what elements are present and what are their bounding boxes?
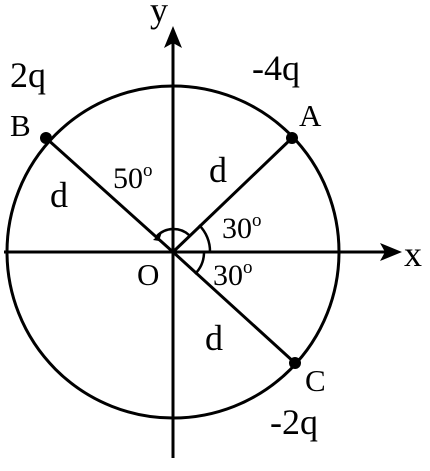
radius-oa (171, 136, 294, 254)
y-axis-label: y (150, 0, 168, 30)
charge-b-label: 2q (10, 55, 46, 95)
angle-label-ab: 50o (113, 160, 153, 195)
charge-c-label: -2q (270, 402, 318, 442)
point-c-label: C (305, 363, 326, 398)
distance-label-oa: d (209, 150, 227, 190)
point-b-label: B (10, 108, 31, 143)
angle-arc-x-to-c (194, 251, 206, 275)
y-axis-arrowhead (164, 26, 182, 48)
angle-arc-a-to-x (198, 224, 212, 253)
point-c-dot (289, 357, 301, 369)
x-axis-label: x (404, 234, 422, 274)
origin-label: O (137, 257, 159, 292)
angle-label-a-x: 30o (222, 210, 262, 245)
point-a-label: A (299, 98, 322, 133)
distance-label-ob: d (50, 175, 68, 215)
angle-arc-arrowhead (153, 232, 162, 241)
radius-oc (171, 250, 297, 365)
radius-ob (44, 136, 175, 254)
angle-label-x-c: 30o (213, 257, 253, 292)
point-a-dot (286, 132, 298, 144)
distance-label-oc: d (205, 318, 223, 358)
charge-a-label: -4q (252, 48, 300, 88)
point-b-dot (40, 132, 52, 144)
x-axis-arrowhead (380, 243, 402, 261)
angle-arc-a-to-b (156, 227, 190, 237)
